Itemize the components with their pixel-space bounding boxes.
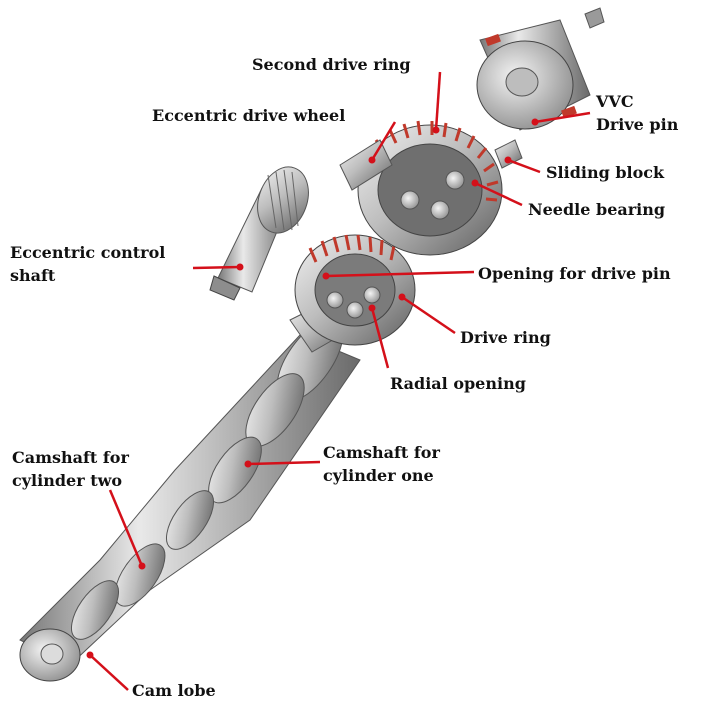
drive-ring-part [295,235,415,345]
drive-ring-roller-3 [364,287,380,303]
dot-needle-bearing [472,180,479,187]
label-second-drive-ring: Second drive ring [252,55,411,74]
vvc-shaft-stub [585,8,604,28]
label-radial-opening: Radial opening [390,374,526,393]
second-drive-ring-part [340,121,522,255]
vvc-housing-part [477,8,604,130]
dot-eccentric-control [237,264,244,271]
drive-ring-roller-1 [327,292,343,308]
dot-radial-opening [369,305,376,312]
dot-cam-lobe [87,652,94,659]
dot-vvc-drive-pin [532,119,539,126]
label-camshaft-two-line2: cylinder two [12,471,122,490]
second-ring-inner [378,144,482,236]
second-ring-roller-3 [446,171,464,189]
leader-drive-ring [402,297,455,333]
dot-drive-ring [399,294,406,301]
leader-eccentric-control [193,267,240,268]
label-sliding-block: Sliding block [546,163,665,182]
label-needle-bearing: Needle bearing [528,200,665,219]
leader-cam-lobe [90,655,128,690]
drive-ring-roller-2 [347,302,363,318]
dot-eccentric-drive-wheel [369,157,376,164]
label-eccentric-control-line1: Eccentric control [10,243,165,262]
label-camshaft-one-line1: Camshaft for [323,443,440,462]
dot-camshaft-two [139,563,146,570]
label-vvc-line1: VVC [595,92,634,111]
second-ring-roller-2 [431,201,449,219]
label-eccentric-control-line2: shaft [10,266,56,285]
dot-opening-drive-pin [323,273,330,280]
cam-lobe-center [41,644,63,664]
label-cam-lobe: Cam lobe [132,681,216,700]
vvc-housing-hub [506,68,538,96]
dot-camshaft-one [245,461,252,468]
leader-second-drive-ring [436,72,440,130]
label-camshaft-one-line2: cylinder one [323,466,434,485]
dot-second-drive-ring [433,127,440,134]
second-ring-roller-1 [401,191,419,209]
label-camshaft-two-line1: Camshaft for [12,448,129,467]
dot-sliding-block [505,157,512,164]
camshaft-assembly [20,300,360,681]
label-drive-ring: Drive ring [460,328,551,347]
label-vvc-line2: Drive pin [596,115,679,134]
leader-sliding-block [508,160,540,172]
label-opening-for-drive-pin: Opening for drive pin [478,264,671,283]
label-eccentric-drive-wheel: Eccentric drive wheel [152,106,345,125]
